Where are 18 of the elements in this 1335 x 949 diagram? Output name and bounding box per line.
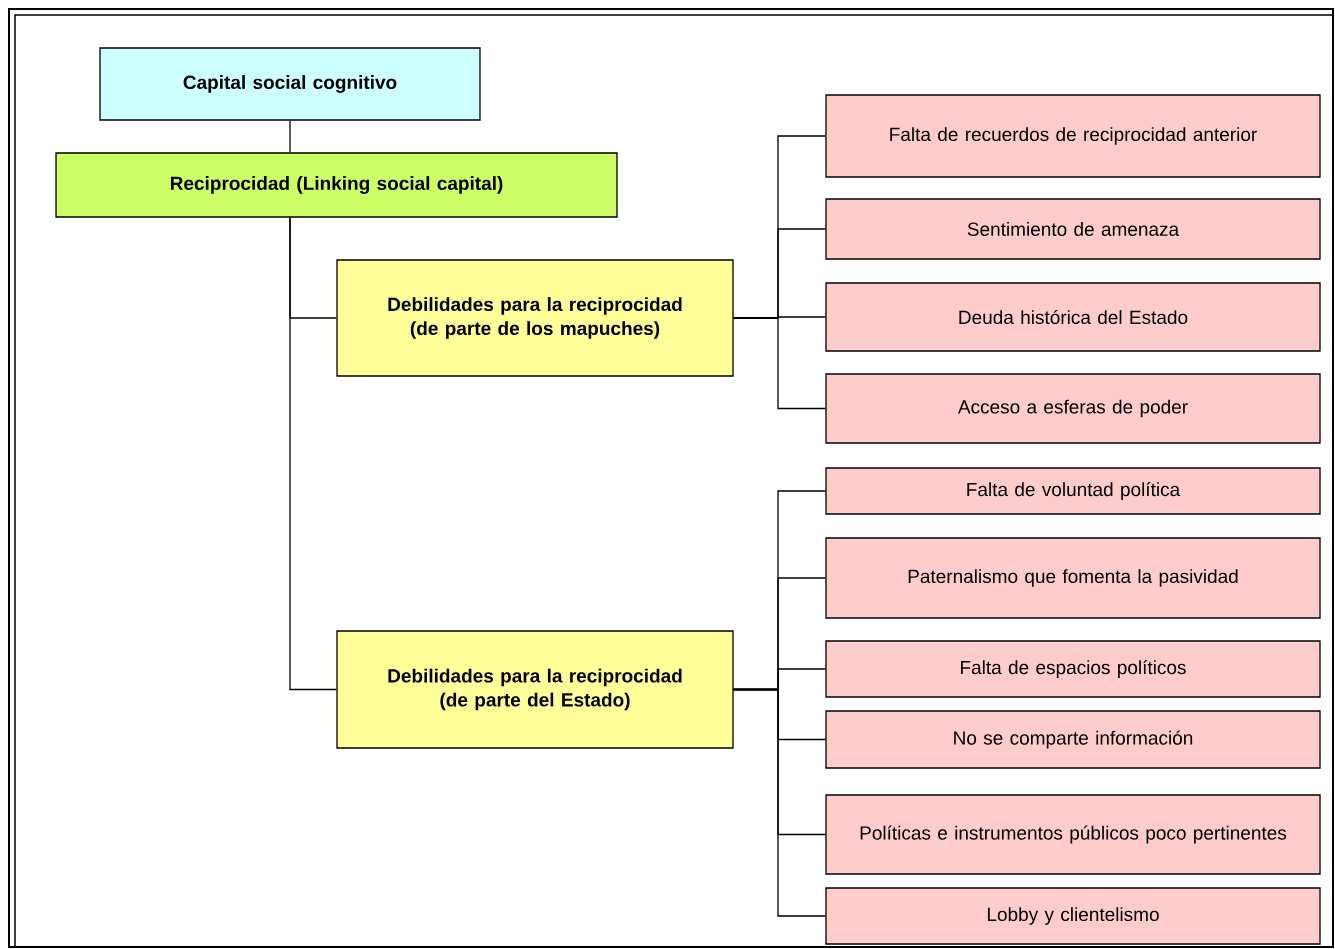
- item-box: Falta de voluntad política: [825, 467, 1321, 515]
- item-box: Falta de espacios políticos: [825, 640, 1321, 698]
- item-box: Políticas e instrumentos públicos poco pertinentes: [825, 794, 1321, 875]
- connector-line: [733, 317, 826, 410]
- connector-line: [733, 688, 826, 917]
- category-box: Debilidades para la reciprocidad (de parte del Estado): [336, 630, 734, 749]
- item-box: No se comparte información: [825, 710, 1321, 769]
- category-box: Capital social cognitivo: [99, 47, 481, 121]
- connector-line: [289, 217, 337, 691]
- item-box: Sentimiento de amenaza: [825, 198, 1321, 260]
- category-box: Debilidades para la reciprocidad (de parte de los mapuches): [336, 259, 734, 377]
- connector-line: [289, 120, 291, 153]
- item-box: Paternalismo que fomenta la pasividad: [825, 537, 1321, 619]
- item-box: Lobby y clientelismo: [825, 887, 1321, 945]
- item-box: Deuda histórica del Estado: [825, 282, 1321, 352]
- item-box: Falta de recuerdos de reciprocidad anterior: [825, 94, 1321, 178]
- item-box: Acceso a esferas de poder: [825, 373, 1321, 444]
- category-box: Reciprocidad (Linking social capital): [55, 152, 618, 218]
